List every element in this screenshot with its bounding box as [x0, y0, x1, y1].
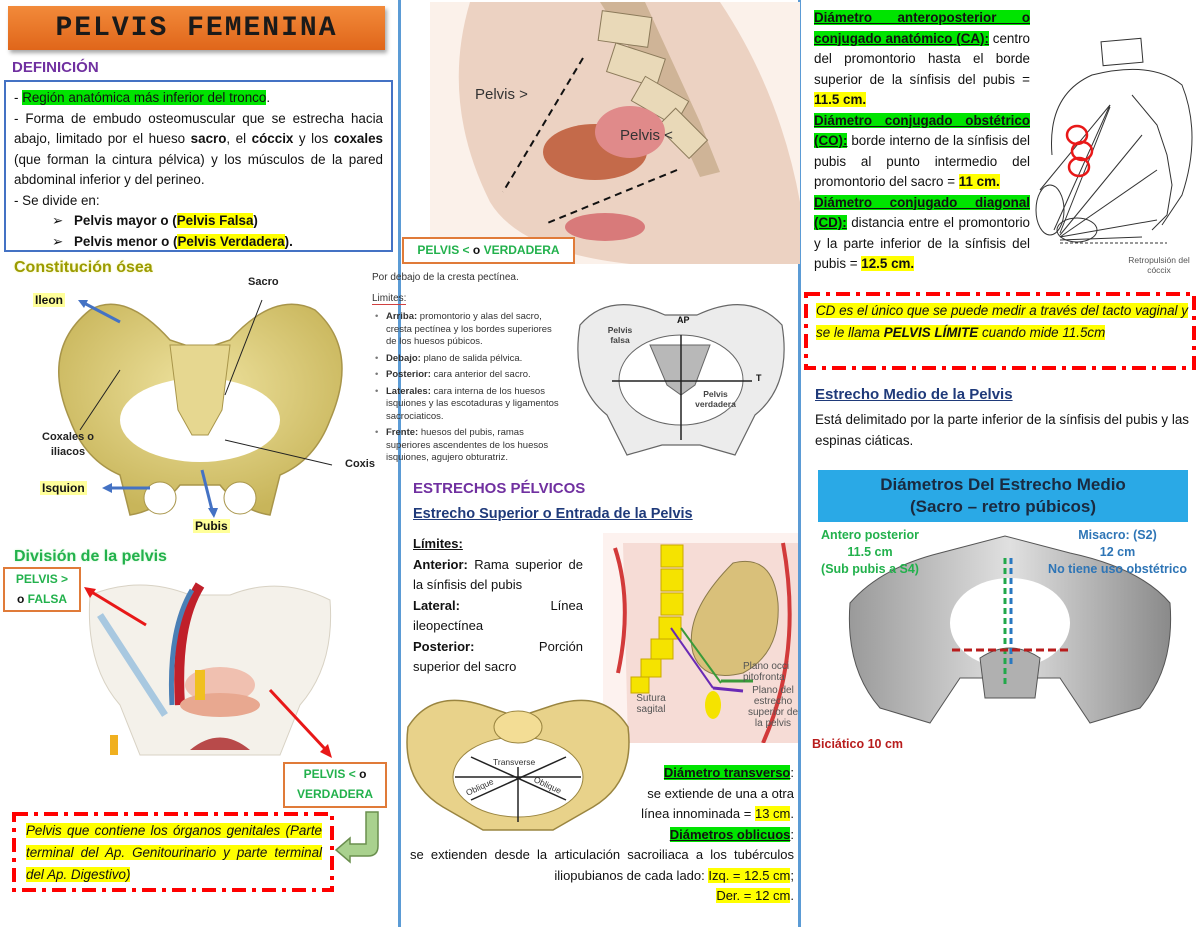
transverso-title: Diámetro transverso	[663, 765, 791, 780]
red-arrow-to-verdadera	[268, 688, 332, 758]
page-title: PELVIS FEMENINA	[8, 6, 385, 50]
pelvis-falsa-box: PELVIS > o FALSA	[3, 567, 81, 612]
green-bent-arrow-icon	[334, 811, 379, 864]
division-heading: División de la pelvis	[14, 548, 167, 565]
highlight-region: Región anatómica más inferior del tronco	[22, 90, 267, 105]
estrecho-medio-text: Está delimitado por la parte inferior de…	[815, 412, 1189, 448]
estrecho-superior-heading: Estrecho Superior o Entrada de la Pelvis	[413, 506, 693, 522]
banner-line-2: (Sacro – retro púbicos)	[909, 497, 1097, 516]
oblicuos-title: Diámetros oblicuos	[669, 826, 791, 842]
organos-note-text: Pelvis que contiene los órganos genitale…	[26, 823, 322, 882]
co-value: 11 cm.	[958, 174, 1000, 189]
label-plano-estrecho-superior: Plano del estrecho superior de la pelvis	[747, 685, 798, 729]
label-pelvis-menor: Pelvis <	[620, 127, 673, 144]
constitucion-heading: Constitución ósea	[14, 259, 153, 276]
pelvis-verdadera-label-box: PELVIS < o VERDADERA	[402, 237, 575, 264]
label-plano-occipitofrontal: Plano occi pitofronta	[743, 661, 790, 683]
bony-pelvis-illustration	[30, 270, 370, 545]
oblicuos-der-value: Der. = 12 cm	[716, 888, 791, 903]
definicion-box: - Región anatómica más inferior del tron…	[4, 80, 393, 252]
limites-panel: Por debajo de la cresta pectínea. Limite…	[372, 272, 560, 469]
ca-value: 11.5 cm.	[814, 92, 867, 107]
cd-value: 12.5 cm.	[861, 256, 915, 271]
banner-line-1: Diámetros Del Estrecho Medio	[880, 475, 1126, 494]
pelvis-falsa-verdadera-diagram: AP T Pelvis falsa Pelvis verdadera	[570, 285, 792, 463]
definicion-line-1: - Región anatómica más inferior del tron…	[14, 90, 271, 105]
estrecho-superior-limites: Límites: Anterior: Rama superior de la s…	[413, 536, 583, 674]
diametros-conjugados: Diámetro anteroposterior o conjugado ana…	[814, 10, 1030, 271]
label-coxis: Coxis	[345, 458, 375, 470]
diametros-inlet-text: Diámetro transverso: se extiende de una …	[410, 765, 794, 903]
misacro-label: Misacro: (S2) 12 cm No tiene uso obstétr…	[1048, 528, 1187, 576]
limites-item: Posterior: cara anterior del sacro.	[372, 369, 560, 382]
limites-item: Frente: huesos del pubis, ramas superior…	[372, 427, 560, 465]
bullet-pelvis-menor: ➢Pelvis menor o (Pelvis Verdadera).	[14, 232, 383, 253]
limites-list: Arriba: promontorio y alas del sacro, cr…	[372, 311, 560, 465]
limites-item: Arriba: promontorio y alas del sacro, cr…	[372, 311, 560, 349]
definicion-line-3: - Se divide en:	[14, 192, 100, 208]
oblicuos-izq-value: Izq. = 12.5 cm	[708, 867, 791, 883]
label-sacro: Sacro	[248, 276, 279, 288]
column-divider-2	[798, 0, 801, 927]
definicion-line-2: - Forma de embudo osteomuscular que se e…	[14, 110, 383, 188]
transverso-value: 13 cm	[754, 806, 791, 821]
label-pelvis-verdadera: Pelvis verdadera	[695, 389, 736, 409]
midplane-pelvis-illustration	[840, 528, 1180, 728]
limites-heading: Limites:	[372, 293, 407, 305]
label-isquion: Isquion	[40, 481, 87, 495]
pelvic-inlet-illustration: Transverse Oblique Oblique	[403, 682, 633, 834]
pelvis-model-illustration	[80, 575, 340, 775]
sagittal-section-illustration	[430, 2, 800, 264]
label-pelvis-mayor: Pelvis >	[475, 86, 528, 103]
label-transverse: Transverse	[493, 757, 536, 767]
fetal-sagittal-illustration: Plano occi pitofronta Sutura sagital Pla…	[603, 533, 798, 743]
biciatico-label: Biciático 10 cm	[812, 737, 904, 751]
cd-note-text: CD es el único que se puede medir a trav…	[816, 303, 1188, 340]
estrechos-heading: ESTRECHOS PÉLVICOS	[413, 480, 586, 497]
arrow-bullet-icon: ➢	[52, 233, 64, 249]
limites-item: Debajo: plano de salida pélvica.	[372, 353, 560, 366]
organos-note-box: Pelvis que contiene los órganos genitale…	[12, 812, 334, 892]
label-ileon: Ileon	[33, 293, 66, 307]
label-coxales: Coxales o iliacos	[42, 431, 94, 458]
diametros-medio-banner: Diámetros Del Estrecho Medio (Sacro – re…	[818, 470, 1188, 522]
definicion-heading: DEFINICIÓN	[12, 59, 99, 76]
label-pelvis-falsa: Pelvis falsa	[607, 325, 633, 345]
estrecho-medio-heading: Estrecho Medio de la Pelvis	[815, 386, 1013, 403]
conjugate-diameters-diagram: Retropulsión del cóccix	[1032, 15, 1198, 275]
pelvis-verdadera-box: PELVIS < o VERDADERA	[283, 762, 387, 808]
page-title-text: PELVIS FEMENINA	[55, 12, 338, 44]
limites-intro: Por debajo de la cresta pectínea.	[372, 272, 519, 283]
arrow-bullet-icon: ➢	[52, 213, 64, 228]
red-arrow-to-falsa	[84, 587, 147, 627]
cd-note-box: CD es el único que se puede medir a trav…	[804, 292, 1196, 370]
label-t: T	[756, 373, 762, 383]
label-ap: AP	[677, 315, 690, 325]
limites-title: Límites:	[413, 536, 463, 551]
limites-item: Laterales: cara interna de los huesos is…	[372, 386, 560, 424]
bullet-pelvis-mayor: ➢Pelvis mayor o (Pelvis Falsa)	[14, 211, 383, 232]
label-pubis: Pubis	[193, 519, 230, 533]
antero-posterior-label: Antero posterior 11.5 cm (Sub pubis a S4…	[821, 528, 919, 576]
label-retropulsion: Retropulsión del cóccix	[1128, 255, 1190, 275]
label-sutura-sagital: Sutura sagital	[636, 693, 666, 715]
